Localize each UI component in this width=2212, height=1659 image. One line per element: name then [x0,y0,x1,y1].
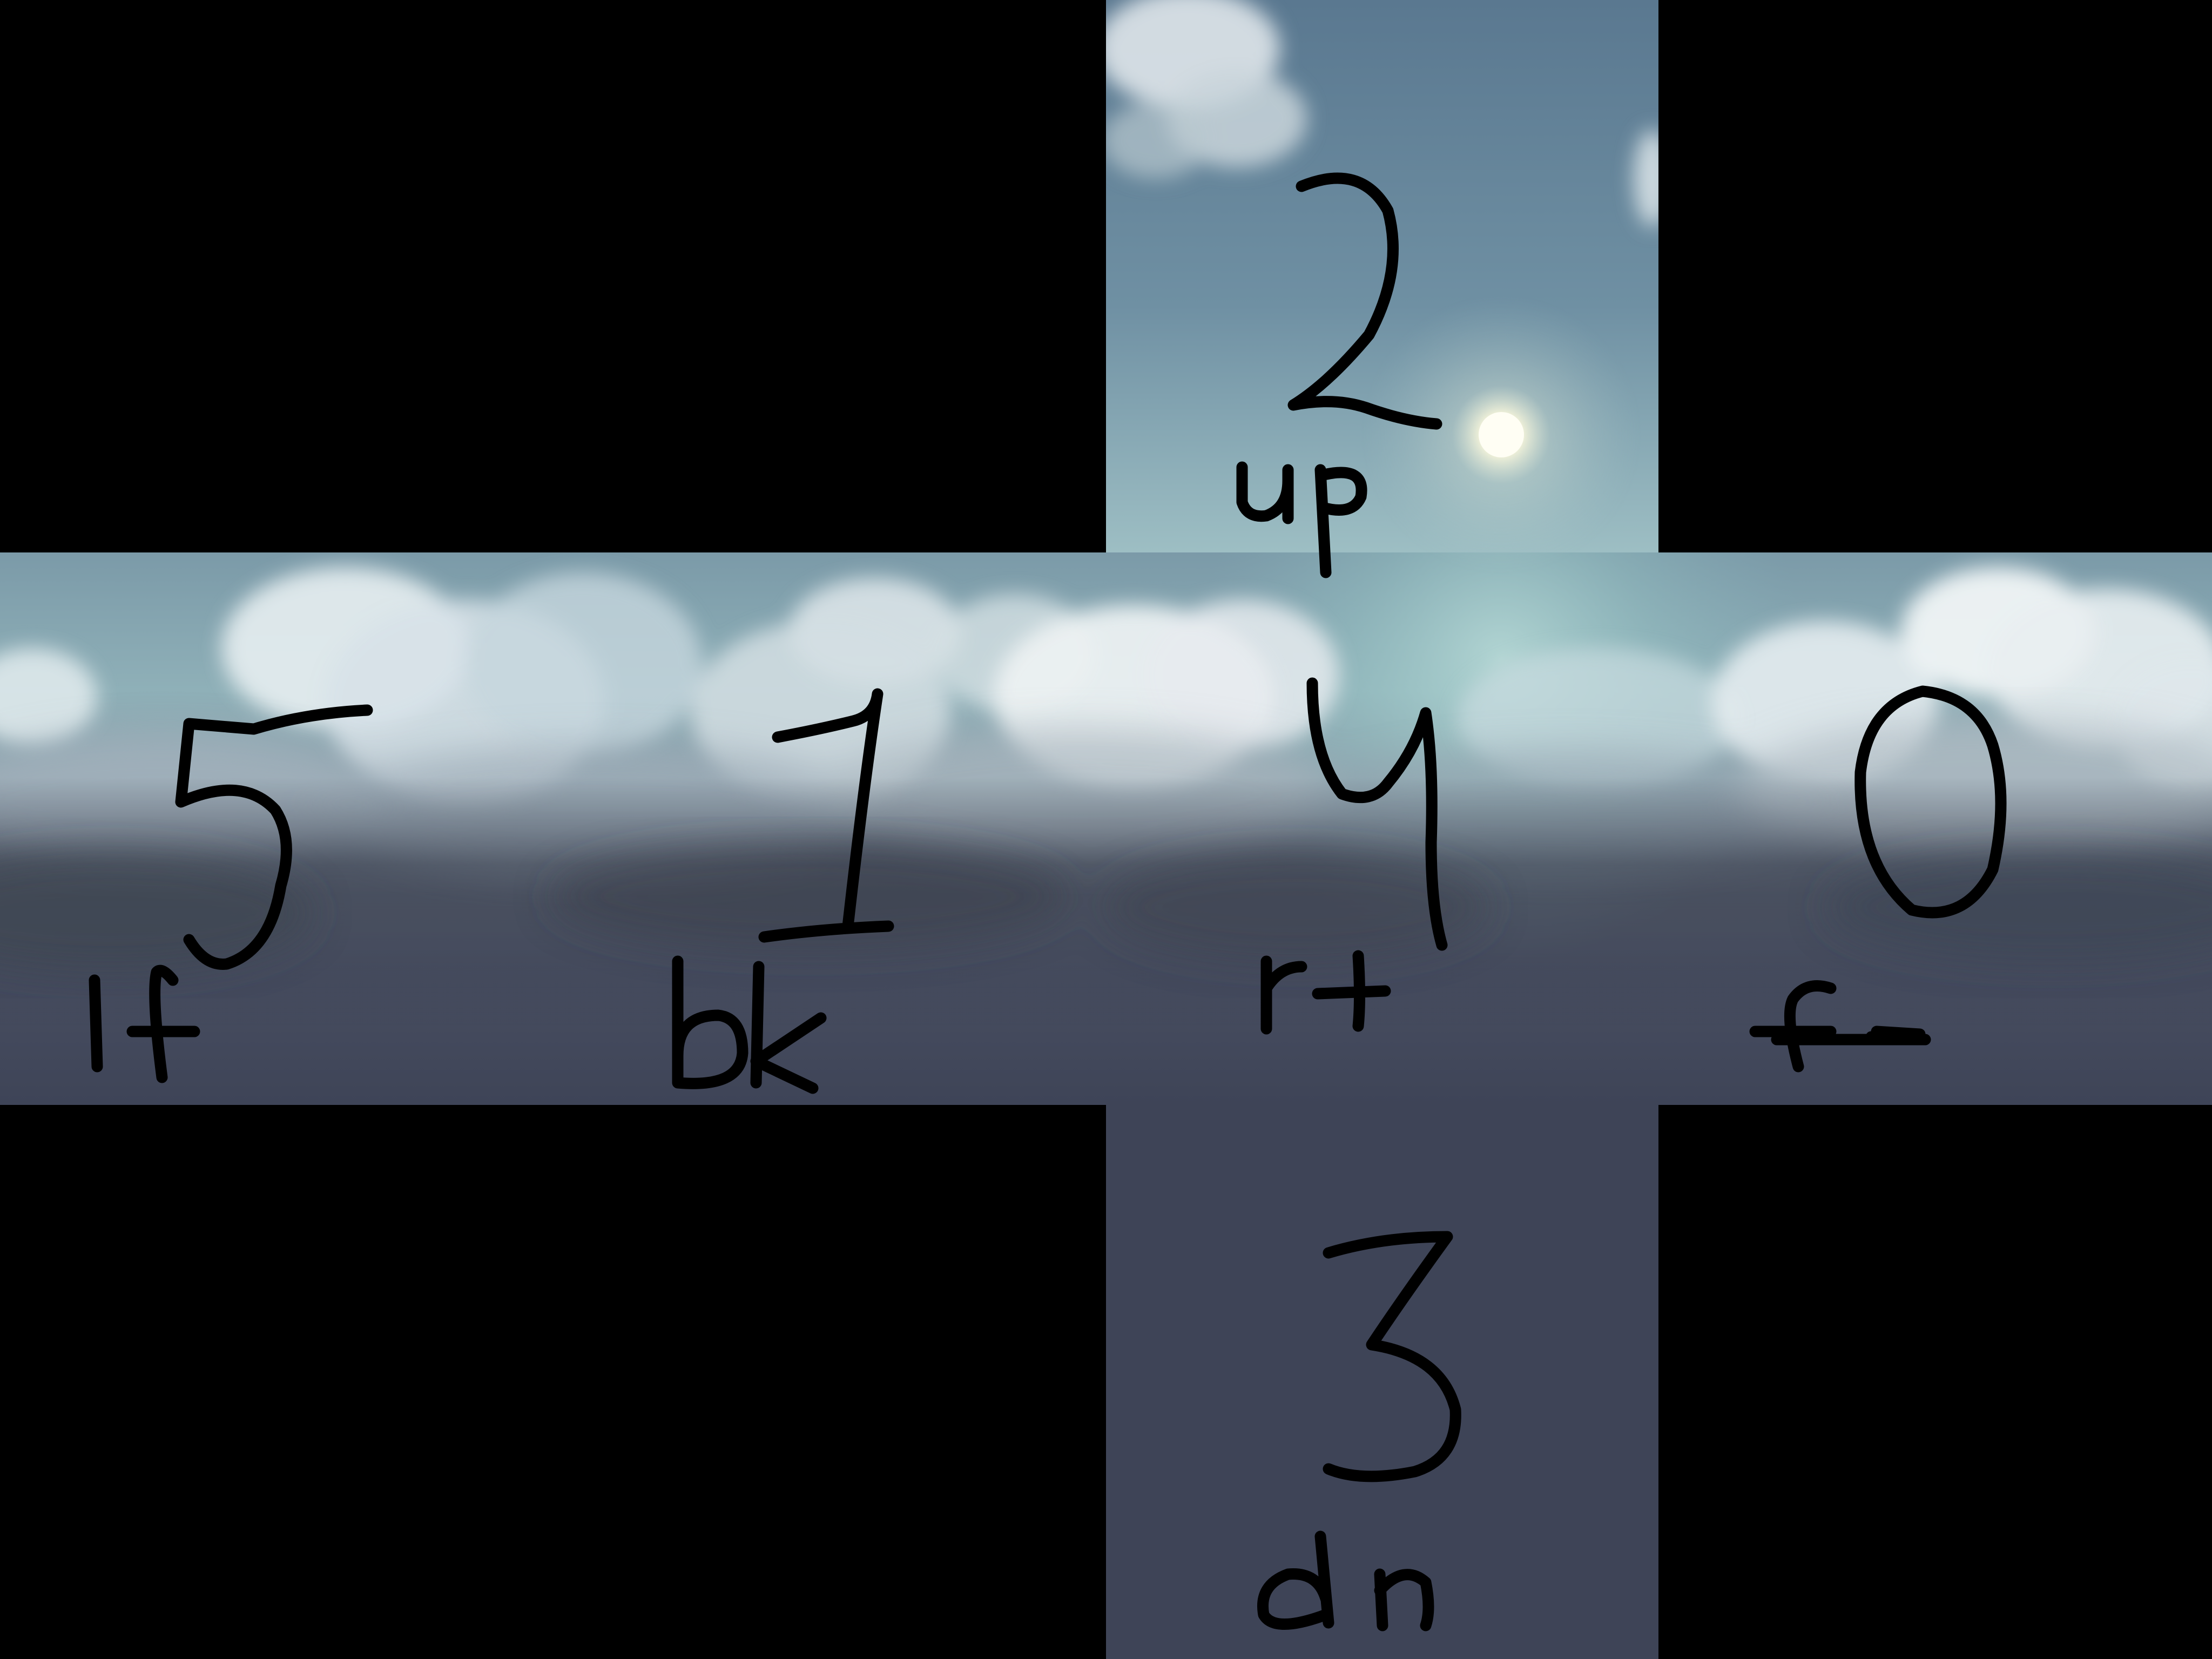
face-right [1749,685,2007,1073]
label-lf [89,965,200,1083]
face-middle [1260,677,1448,1035]
digit-1 [758,688,894,943]
digit-4 [1306,677,1448,951]
dark-clouds [0,842,2212,972]
face-back [672,688,894,1094]
up-face-clouds [1096,0,1671,227]
digit-3 [1323,1231,1461,1482]
label-bk [672,955,827,1094]
sun [1479,412,1524,457]
face-up [1236,172,1442,578]
face-down-haze [1106,1105,1658,1659]
face-left [89,704,373,1083]
digit-0 [1854,685,2007,919]
label-ft [1749,980,1931,1073]
digit-5 [175,704,373,970]
face-down [1257,1231,1461,1631]
label-rt [1260,950,1391,1035]
label-dn [1257,1530,1434,1631]
digit-2 [1287,172,1442,430]
label-up [1236,461,1367,578]
